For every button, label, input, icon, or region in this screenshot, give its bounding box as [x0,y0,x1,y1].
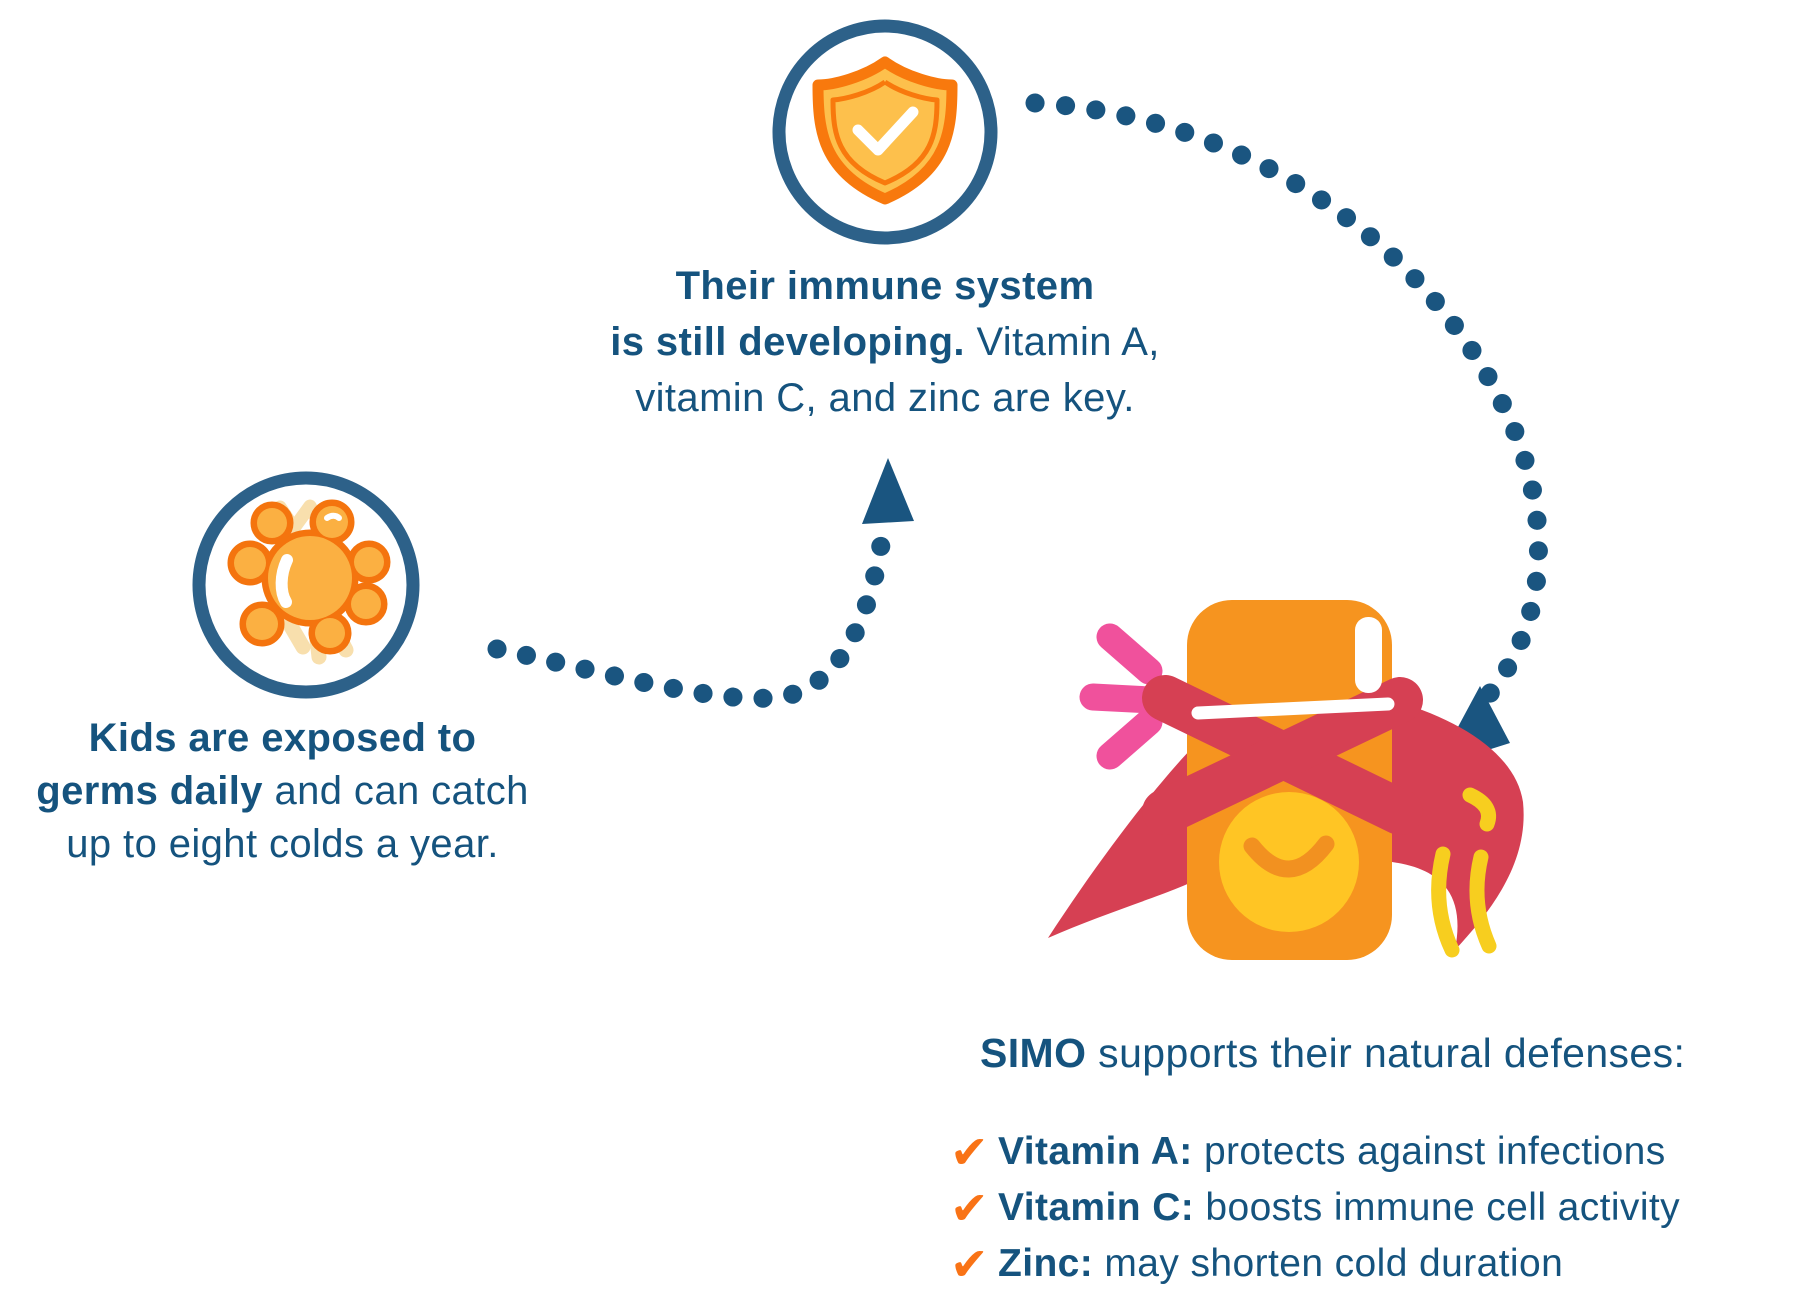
germs-caption: Kids are exposed to germs daily and can … [15,712,550,871]
caption-line-1: Their immune system [435,258,1335,314]
benefit-regular-text: boosts immune cell activity [1194,1186,1681,1229]
germ-circle [192,471,420,699]
shield-circle [772,19,998,245]
caption-regular-text: and can catch [262,769,529,813]
benefit-item-vitamin-c: ✔ Vitamin C: boosts immune cell activity [950,1180,1680,1236]
caption-bold-text: Their immune system [675,264,1095,308]
brand-name: SIMO [980,1030,1087,1076]
simo-headline: SIMO supports their natural defenses: [980,1028,1685,1078]
caption-line-3: vitamin C, and zinc are key. [435,370,1335,426]
shield-check-icon [812,56,958,205]
smile-face-icon [1219,792,1359,932]
germ-icon [227,499,391,665]
caption-line-2: is still developing. Vitamin A, [435,314,1335,370]
benefit-bold-text: Vitamin A: [998,1130,1193,1173]
caption-regular-text: up to eight colds a year. [66,822,499,866]
benefit-bold-text: Zinc: [998,1242,1094,1285]
caption-line-3: up to eight colds a year. [15,818,550,871]
pink-burst-icon [1079,623,1165,770]
dotted-arc-left [487,458,914,708]
benefit-regular-text: may shorten cold duration [1093,1242,1564,1285]
benefit-item-vitamin-a: ✔ Vitamin A: protects against infections [950,1124,1680,1180]
caption-line-2: germs daily and can catch [15,765,550,818]
headline-text: supports their natural defenses: [1086,1030,1686,1076]
benefits-list: ✔ Vitamin A: protects against infections… [950,1124,1680,1292]
yellow-swoosh-icon [1431,787,1497,958]
benefit-regular-text: protects against infections [1192,1130,1666,1173]
caption-line-1: Kids are exposed to [15,712,550,765]
check-icon: ✔ [950,1126,989,1178]
benefit-text: Zinc: may shorten cold duration [998,1236,1563,1292]
cap-highlight [1355,617,1382,693]
arrow-up-icon [862,458,914,524]
caption-bold-text: germs daily [36,769,263,813]
caption-regular-text: vitamin C, and zinc are key. [635,376,1135,420]
benefit-bold-text: Vitamin C: [998,1186,1195,1229]
immune-system-caption: Their immune system is still developing.… [435,258,1335,426]
benefit-text: Vitamin A: protects against infections [998,1124,1666,1180]
check-icon: ✔ [950,1238,989,1290]
benefit-item-zinc: ✔ Zinc: may shorten cold duration [950,1236,1680,1292]
simo-bottle-character [1048,600,1524,960]
benefit-text: Vitamin C: boosts immune cell activity [998,1180,1680,1236]
cap-divider [1191,697,1395,720]
caption-bold-text: is still developing. [610,320,965,364]
check-icon: ✔ [950,1182,989,1234]
caption-regular-text: Vitamin A, [964,320,1160,364]
caption-bold-text: Kids are exposed to [88,716,477,760]
